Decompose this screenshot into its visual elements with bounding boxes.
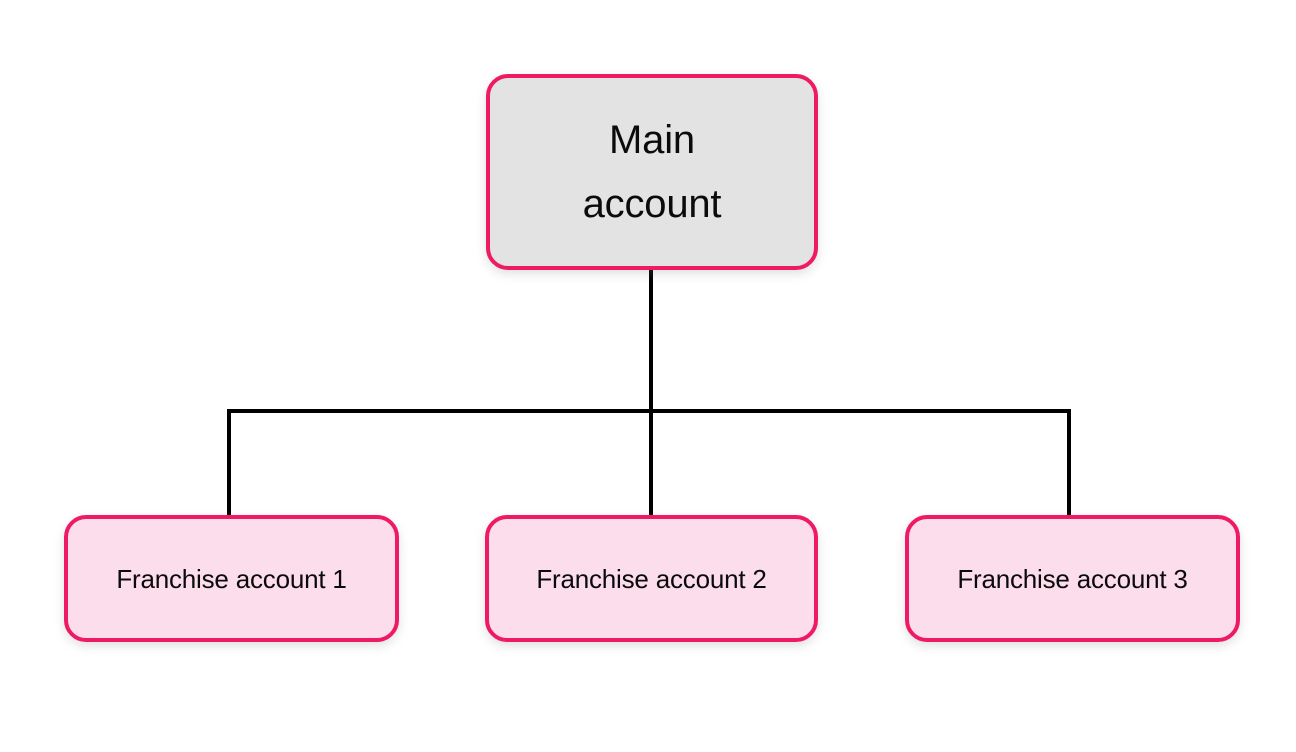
node-franchise-account-2-label: Franchise account 2 xyxy=(536,563,767,594)
node-franchise-account-1-label: Franchise account 1 xyxy=(116,563,347,594)
node-franchise-account-1[interactable]: Franchise account 1 xyxy=(64,515,399,642)
node-main-account-label: Main account xyxy=(582,118,722,226)
node-franchise-account-3[interactable]: Franchise account 3 xyxy=(905,515,1240,642)
node-main-account[interactable]: Main account xyxy=(486,74,818,270)
node-franchise-account-3-label: Franchise account 3 xyxy=(957,563,1188,594)
node-franchise-account-2[interactable]: Franchise account 2 xyxy=(485,515,818,642)
